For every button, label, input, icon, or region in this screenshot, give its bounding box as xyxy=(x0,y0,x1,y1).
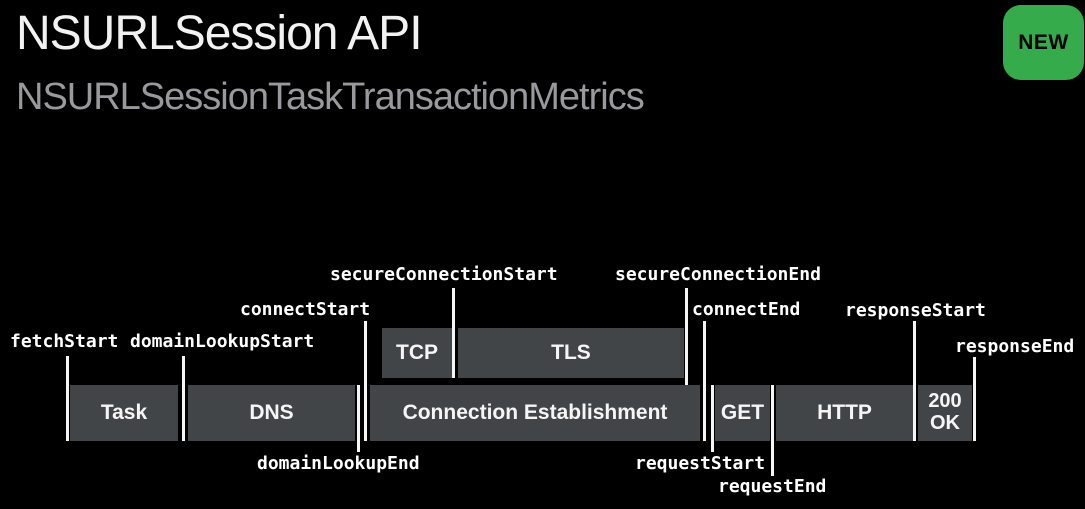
timeline-tick-secureConnectionEnd xyxy=(685,288,688,385)
timeline-label-connectStart: connectStart xyxy=(240,299,371,320)
timeline-label-responseStart: responseStart xyxy=(845,300,986,321)
timeline-tick-connectEnd xyxy=(703,321,706,441)
timeline-box-dns: DNS xyxy=(188,385,355,441)
timeline-box-http: HTTP xyxy=(776,385,913,441)
timeline-tick-secureConnectionStart xyxy=(452,288,455,378)
timeline-label-responseEnd: responseEnd xyxy=(955,336,1075,357)
timeline-box-200-ok: 200 OK xyxy=(918,385,972,441)
timeline-label-fetchStart: fetchStart xyxy=(10,331,119,352)
timeline-label-domainLookupEnd: domainLookupEnd xyxy=(257,453,420,474)
timeline-label-secureConnectionEnd: secureConnectionEnd xyxy=(615,264,821,285)
timeline-label-connectEnd: connectEnd xyxy=(692,299,801,320)
page-title: NSURLSession API xyxy=(16,7,423,60)
timeline-tick-responseEnd xyxy=(973,357,976,441)
timeline-tick-connectStart xyxy=(364,321,367,441)
page-subtitle: NSURLSessionTaskTransactionMetrics xyxy=(16,76,645,118)
timeline-box-get: GET xyxy=(715,385,770,441)
timeline-box-connection-establishment: Connection Establishment xyxy=(370,385,700,441)
timeline-tick-responseStart xyxy=(913,321,916,441)
timeline-box-tcp: TCP xyxy=(382,328,452,378)
new-badge: NEW xyxy=(1003,5,1084,80)
timeline-tick-requestStart xyxy=(711,385,714,452)
timeline-box-tls: TLS xyxy=(458,328,684,378)
timeline-tick-domainLookupEnd xyxy=(357,385,360,452)
timeline-label-requestEnd: requestEnd xyxy=(718,476,827,497)
timeline-tick-fetchStart xyxy=(66,356,69,441)
timeline-label-requestStart: requestStart xyxy=(635,453,766,474)
timeline-label-secureConnectionStart: secureConnectionStart xyxy=(330,264,558,285)
timeline-label-domainLookupStart: domainLookupStart xyxy=(130,331,315,352)
timeline-tick-requestEnd xyxy=(771,385,774,476)
timeline-box-task: Task xyxy=(70,385,178,441)
timeline-tick-domainLookupStart xyxy=(182,356,185,441)
